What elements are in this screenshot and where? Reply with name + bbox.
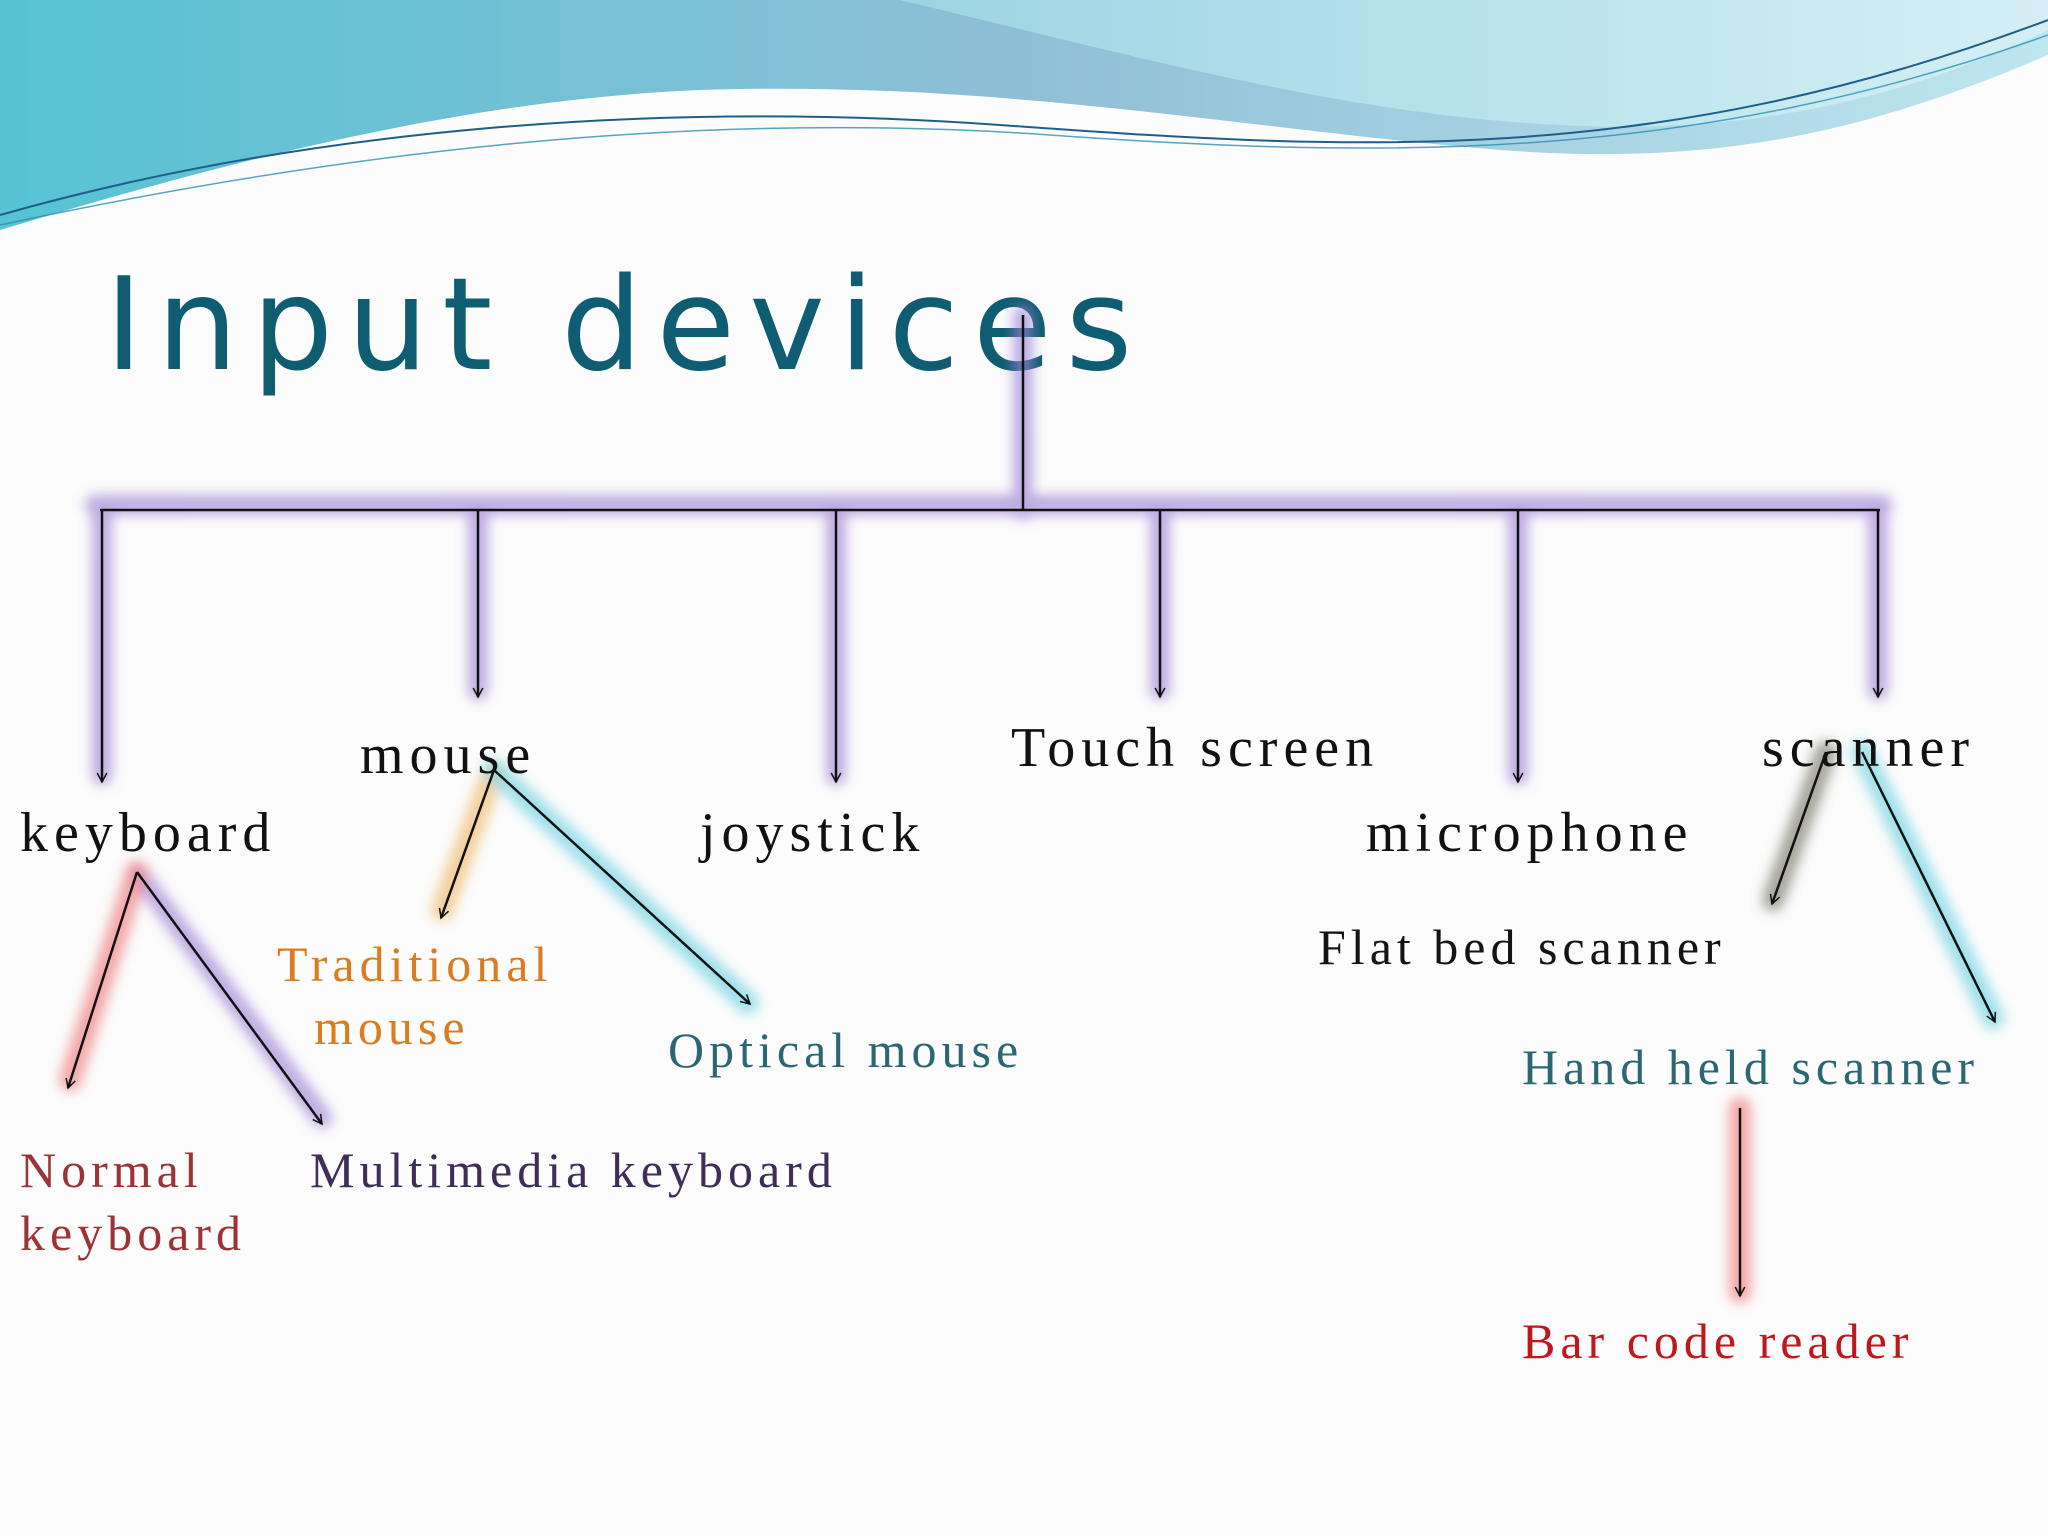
slide-title: Input devices (105, 251, 1147, 400)
category-touch-screen: Touch screen (1011, 717, 1380, 779)
subtype-bar-code-reader: Bar code reader (1522, 1313, 1914, 1369)
subtype-multimedia-keyboard: Multimedia keyboard (310, 1142, 837, 1198)
header-wave (0, 0, 2048, 230)
tree-lines (65, 315, 1997, 1298)
subtype-optical-mouse: Optical mouse (668, 1022, 1024, 1078)
subtype-normal-keyboard-line-2: keyboard (20, 1205, 247, 1261)
category-keyboard: keyboard (20, 802, 277, 864)
subtype-traditional-mouse-line-1: Traditional (277, 936, 553, 992)
category-microphone: microphone (1366, 802, 1694, 864)
subtype-traditional-mouse-line-2: mouse (314, 999, 470, 1055)
category-scanner: scanner (1762, 717, 1976, 779)
category-mouse: mouse (360, 724, 537, 786)
category-joystick: joystick (700, 802, 926, 864)
subtype-traditional-mouse: Traditional mouse (277, 933, 552, 1059)
subtype-normal-keyboard: Normal keyboard (20, 1139, 246, 1265)
subtype-hand-held-scanner: Hand held scanner (1522, 1039, 1980, 1095)
subtype-flat-bed-scanner: Flat bed scanner (1318, 919, 1726, 975)
subtype-normal-keyboard-line-1: Normal (20, 1142, 203, 1198)
